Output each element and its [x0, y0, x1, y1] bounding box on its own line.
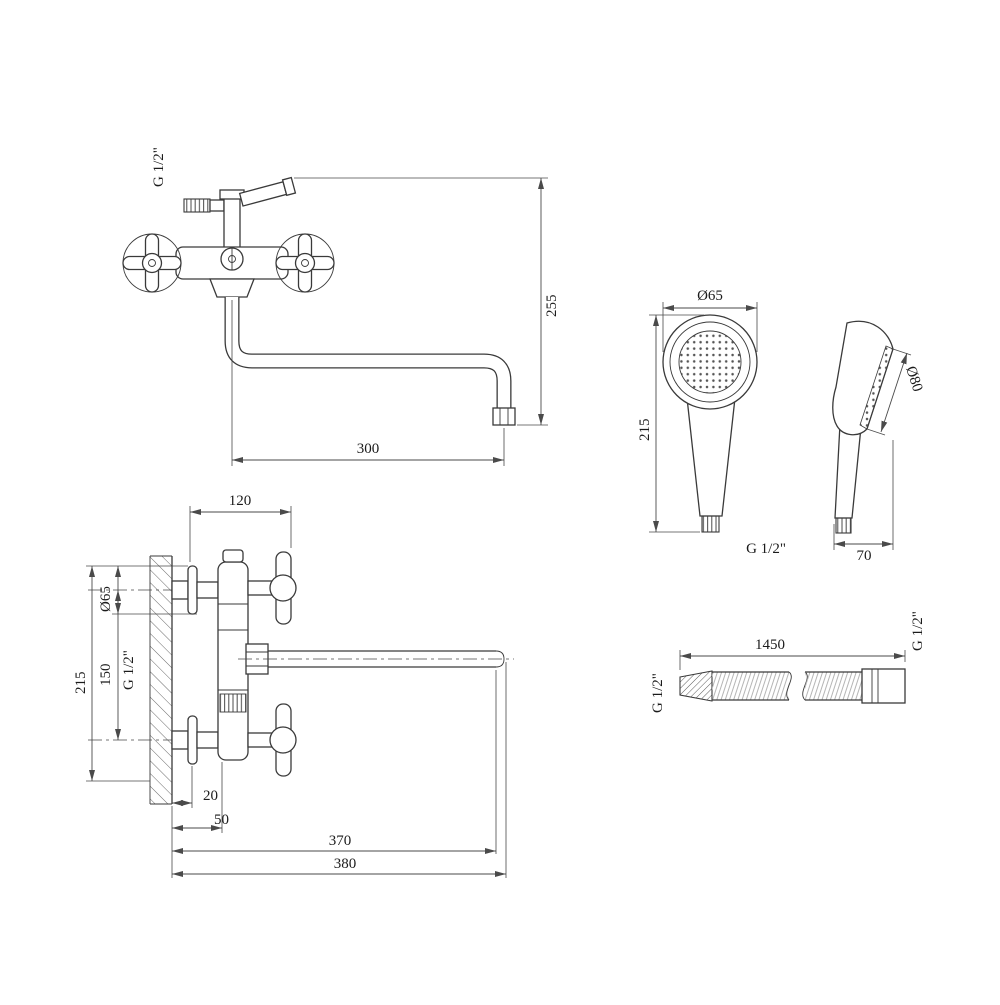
dim-height-215-side-label: 215	[73, 672, 89, 695]
diverter-knob-side	[222, 549, 244, 563]
riser-column	[223, 197, 241, 251]
dim-depth-120-label: 120	[229, 493, 252, 509]
handshower-side-view: Ø80 70	[832, 320, 925, 564]
hose-nut-right	[861, 668, 906, 704]
wall-hatch	[150, 556, 172, 804]
handshower-spray-face	[678, 330, 742, 394]
hose-break-left	[786, 671, 792, 701]
faucet-side-view: 120 Ø65 150 215 G 1/2" 20 50 370 380	[73, 493, 514, 878]
mixer-body-side	[217, 561, 249, 761]
dim-escutcheon-65-label: Ø65	[98, 586, 114, 612]
dim-diameter-65-label: Ø65	[697, 288, 723, 304]
body-escutcheon	[209, 278, 255, 298]
handle-side-top	[247, 551, 297, 625]
spout-side	[238, 643, 514, 675]
dim-hose-thread-right-label: G 1/2"	[910, 611, 926, 651]
faucet-front-view: G 1/2" 255 300	[122, 147, 560, 466]
long-spout	[224, 297, 516, 426]
handshower-side-head	[832, 320, 894, 436]
diverter-spout	[238, 176, 297, 207]
dim-offset-50-label: 50	[214, 812, 229, 828]
dim-depth-70-label: 70	[857, 548, 872, 564]
spout-aerator-nut	[492, 407, 516, 426]
dim-length-380-label: 380	[334, 856, 357, 872]
dim-length-215-label: 215	[637, 419, 653, 442]
handshower-handle	[686, 397, 736, 517]
shower-outlet-thread	[183, 198, 211, 213]
handle-side-bottom	[247, 703, 297, 777]
dim-offset-20-label: 20	[203, 788, 218, 804]
escutcheon-top	[187, 565, 198, 615]
body-thread-detail	[219, 693, 247, 713]
hose-segment-left	[712, 672, 789, 700]
thread-connector	[209, 199, 225, 212]
eccentric-top	[171, 580, 189, 600]
escutcheon-bottom	[187, 715, 198, 765]
handshower-side-handle	[834, 423, 862, 519]
handshower-front-view: Ø65 215 G 1/2"	[637, 288, 786, 557]
supply-pipe-bottom	[196, 731, 219, 749]
hose-segment-right	[805, 672, 862, 700]
cross-handle-right	[275, 233, 335, 293]
hose-ferrule-left	[679, 670, 713, 702]
shower-hose-view: 1450 G 1/2" G 1/2"	[650, 611, 926, 713]
dim-thread-shower-label: G 1/2"	[746, 541, 786, 557]
dim-hose-length-label: 1450	[755, 637, 785, 653]
dim-height-255-label: 255	[544, 295, 560, 318]
dim-thread-wall-label: G 1/2"	[121, 650, 137, 690]
handshower-side-nipple	[835, 517, 852, 534]
dim-reach-300-label: 300	[357, 441, 380, 457]
dim-hose-thread-left-label: G 1/2"	[650, 673, 666, 713]
dim-centers-150-label: 150	[98, 664, 114, 687]
dim-diameter-80-label: Ø80	[902, 364, 925, 394]
cross-handle-left	[122, 233, 182, 293]
dim-length-370-label: 370	[329, 833, 352, 849]
handshower-thread-nipple	[701, 515, 720, 533]
eccentric-bottom	[171, 730, 189, 750]
dim-thread-top-label: G 1/2"	[151, 147, 167, 187]
supply-pipe-top	[196, 581, 219, 599]
diverter-knob	[220, 247, 244, 271]
